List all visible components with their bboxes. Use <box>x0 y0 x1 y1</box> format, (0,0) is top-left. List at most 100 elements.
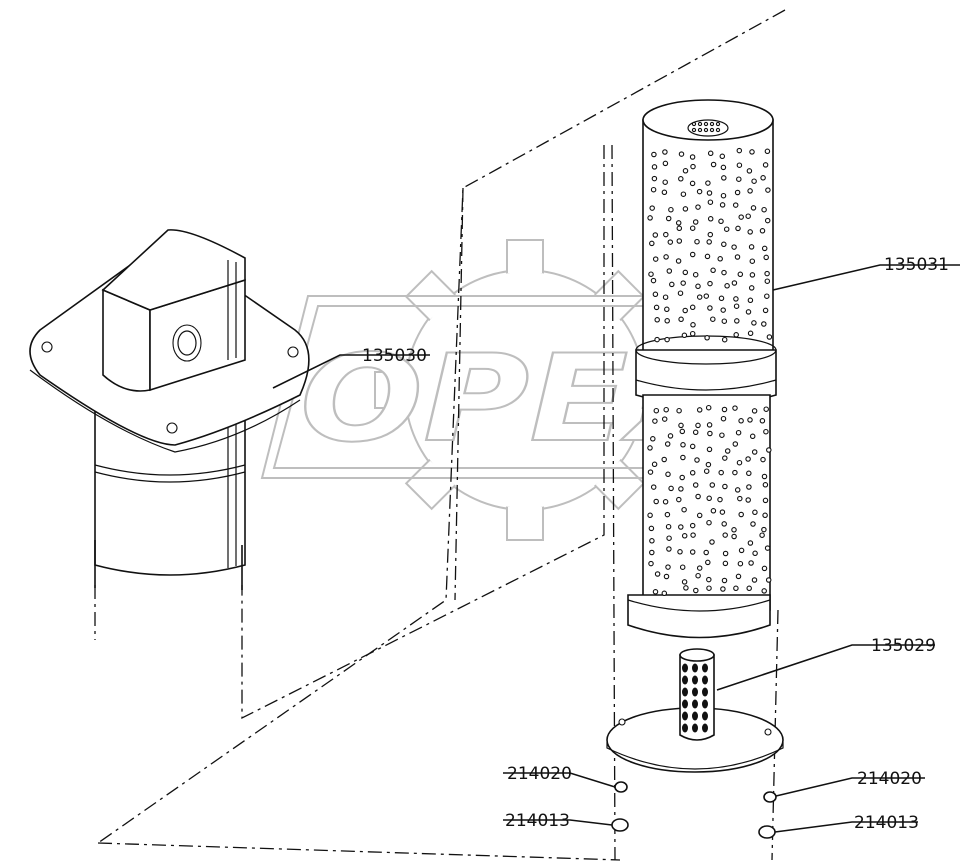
perforation-dot <box>654 317 660 323</box>
perforation-dot <box>667 433 674 439</box>
tube-hole <box>692 663 698 673</box>
perforation-dot <box>665 215 672 222</box>
tube-hole <box>702 675 708 685</box>
perforation-dot <box>720 586 726 592</box>
tube-hole <box>692 699 698 709</box>
perforation-dot <box>720 307 726 313</box>
perforation-dot <box>747 188 753 194</box>
perforation-dot <box>652 232 659 238</box>
perforation-dot <box>722 455 728 461</box>
perforation-dot <box>736 147 743 154</box>
perforation-dot <box>705 180 711 186</box>
label-214013-right: 214013 <box>854 813 919 833</box>
perforation-dot <box>667 239 674 245</box>
perforation-dot <box>651 175 658 182</box>
perforation-dot <box>732 405 738 411</box>
perforation-dot <box>707 430 713 437</box>
perforation-dot <box>678 151 685 157</box>
perforation-dot <box>735 573 742 580</box>
perforation-dot <box>661 590 668 597</box>
part-labels: 135031 135030 135029 214020 214013 21402… <box>362 255 949 833</box>
perforation-dot <box>765 577 772 583</box>
perforation-dot <box>704 335 710 341</box>
perforation-dot <box>750 521 756 527</box>
perforation-dot <box>732 202 739 208</box>
perforation-dot <box>676 225 683 232</box>
perforation-dot <box>677 290 684 296</box>
perforation-dot <box>731 527 737 533</box>
perforation-dot <box>703 468 710 474</box>
perforation-dot <box>668 206 674 213</box>
perforation-dot <box>764 545 771 551</box>
perforation-dot <box>747 229 753 235</box>
perforation-dot <box>669 281 675 288</box>
perforation-dot <box>696 512 703 519</box>
tube-hole <box>702 711 708 721</box>
perforation-dot <box>731 280 738 286</box>
tube-hole <box>692 687 698 697</box>
perforation-dot <box>675 220 682 226</box>
perforation-dot <box>764 278 771 284</box>
perforation-dot <box>719 153 726 160</box>
perforation-dot <box>718 218 724 225</box>
perforation-dot <box>747 297 754 304</box>
perforation-dot <box>678 486 684 492</box>
perforation-dot <box>749 272 756 278</box>
label-135029: 135029 <box>871 636 936 656</box>
perforation-dot <box>766 334 773 340</box>
perforation-dot <box>717 496 723 503</box>
perforation-dot <box>650 436 656 442</box>
perforation-dot <box>682 307 688 314</box>
perforation-dot <box>706 446 713 453</box>
perforation-dot <box>681 332 688 339</box>
perforation-dot <box>690 532 696 538</box>
tube-hole <box>702 663 708 673</box>
perforation-dot <box>761 206 767 213</box>
nut-right <box>758 825 776 839</box>
perforation-dot <box>737 271 744 278</box>
perforation-dot <box>662 179 668 185</box>
tube-hole <box>682 723 688 733</box>
perforation-dot <box>760 175 766 181</box>
perforation-dot <box>650 186 657 193</box>
tube-hole <box>692 723 698 733</box>
perforation-dot <box>733 585 739 592</box>
perforation-dot <box>737 560 744 567</box>
nut-left <box>611 818 629 832</box>
perforation-dot <box>748 244 755 250</box>
perforation-dot <box>721 521 727 527</box>
perforation-dot <box>736 176 742 182</box>
perforation-dot <box>761 588 767 594</box>
perforation-dot <box>722 550 729 557</box>
perforation-dot <box>766 447 772 453</box>
perforation-dot <box>693 587 699 594</box>
perforation-dot <box>737 495 743 502</box>
perforation-dot <box>721 175 727 181</box>
perforation-dot <box>751 449 758 455</box>
perforation-dot <box>682 206 689 212</box>
cap-hole <box>703 127 709 133</box>
perforation-dot <box>664 318 670 324</box>
perforation-dot <box>689 225 696 231</box>
perforation-dot <box>733 296 739 302</box>
perforation-dot <box>649 205 655 211</box>
perforation-dot <box>735 429 742 436</box>
perforation-dot <box>761 565 768 572</box>
perforation-dot <box>704 253 711 260</box>
perforation-dot <box>745 497 751 503</box>
perforation-dot <box>721 318 728 324</box>
tube-hole <box>682 711 688 721</box>
perforation-dot <box>664 306 670 313</box>
perforation-dot <box>735 225 741 232</box>
perforation-dot <box>733 332 739 338</box>
perforation-dot <box>734 318 740 324</box>
perforation-dot <box>703 293 710 299</box>
cap-hole <box>715 127 721 133</box>
perforation-dot <box>652 291 659 298</box>
perforation-dot <box>692 271 699 278</box>
perforation-dot <box>692 219 699 225</box>
perforation-dot <box>679 564 686 570</box>
leader-lines <box>272 264 960 833</box>
perforation-dot <box>720 164 727 171</box>
perforation-dot <box>652 589 659 595</box>
